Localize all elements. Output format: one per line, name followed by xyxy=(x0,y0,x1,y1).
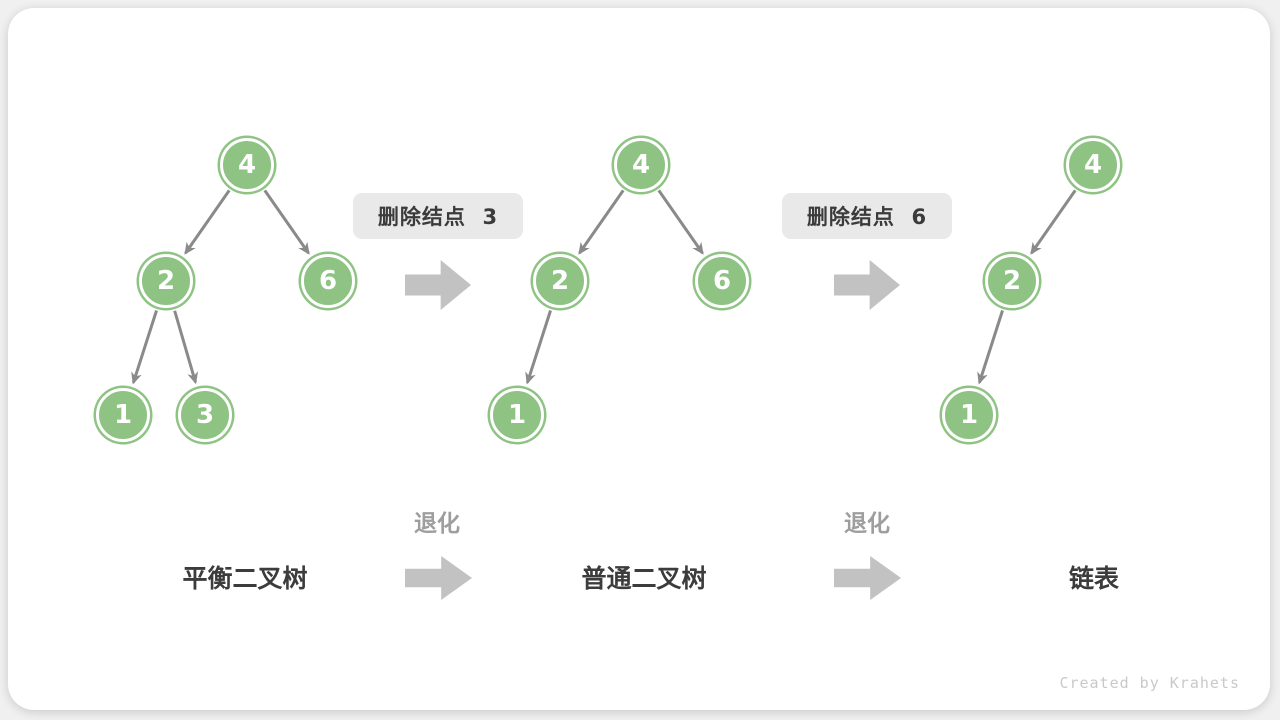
tree-edge xyxy=(173,310,198,385)
tree-edge xyxy=(578,189,625,255)
tree-node-balanced-binary-tree-3: 3 xyxy=(178,388,232,442)
watermark: Created by Krahets xyxy=(1059,674,1240,692)
delete-node-label: 删除结点 6 xyxy=(782,193,952,239)
tree-edge xyxy=(263,189,310,255)
structure-caption: 平衡二叉树 xyxy=(182,564,308,593)
right-block-arrow-icon xyxy=(405,260,471,310)
diagram-card xyxy=(8,8,1270,710)
tree-node-balanced-binary-tree-4: 4 xyxy=(220,138,274,192)
tree-edge xyxy=(184,189,231,255)
tree-node-ordinary-binary-tree-1: 1 xyxy=(490,388,544,442)
right-block-arrow-icon xyxy=(405,556,472,600)
tree-edge xyxy=(977,310,1004,385)
tree-node-ordinary-binary-tree-2: 2 xyxy=(533,254,587,308)
structure-caption: 普通二叉树 xyxy=(581,564,707,593)
structure-caption: 链表 xyxy=(1068,564,1120,593)
tree-node-linked-list-tree-4: 4 xyxy=(1066,138,1120,192)
delete-node-label: 删除结点 3 xyxy=(353,193,523,239)
tree-node-linked-list-tree-1: 1 xyxy=(942,388,996,442)
degrade-label: 退化 xyxy=(414,511,460,537)
tree-node-balanced-binary-tree-1: 1 xyxy=(96,388,150,442)
tree-edge xyxy=(525,310,552,385)
degrade-label: 退化 xyxy=(844,511,890,537)
tree-node-ordinary-binary-tree-6: 6 xyxy=(695,254,749,308)
tree-node-ordinary-binary-tree-4: 4 xyxy=(614,138,668,192)
tree-node-balanced-binary-tree-2: 2 xyxy=(139,254,193,308)
tree-edge xyxy=(131,310,158,385)
right-block-arrow-icon xyxy=(834,556,901,600)
tree-node-balanced-binary-tree-6: 6 xyxy=(301,254,355,308)
tree-edge xyxy=(1030,189,1077,255)
tree-node-linked-list-tree-2: 2 xyxy=(985,254,1039,308)
tree-edge xyxy=(657,189,704,255)
right-block-arrow-icon xyxy=(834,260,900,310)
